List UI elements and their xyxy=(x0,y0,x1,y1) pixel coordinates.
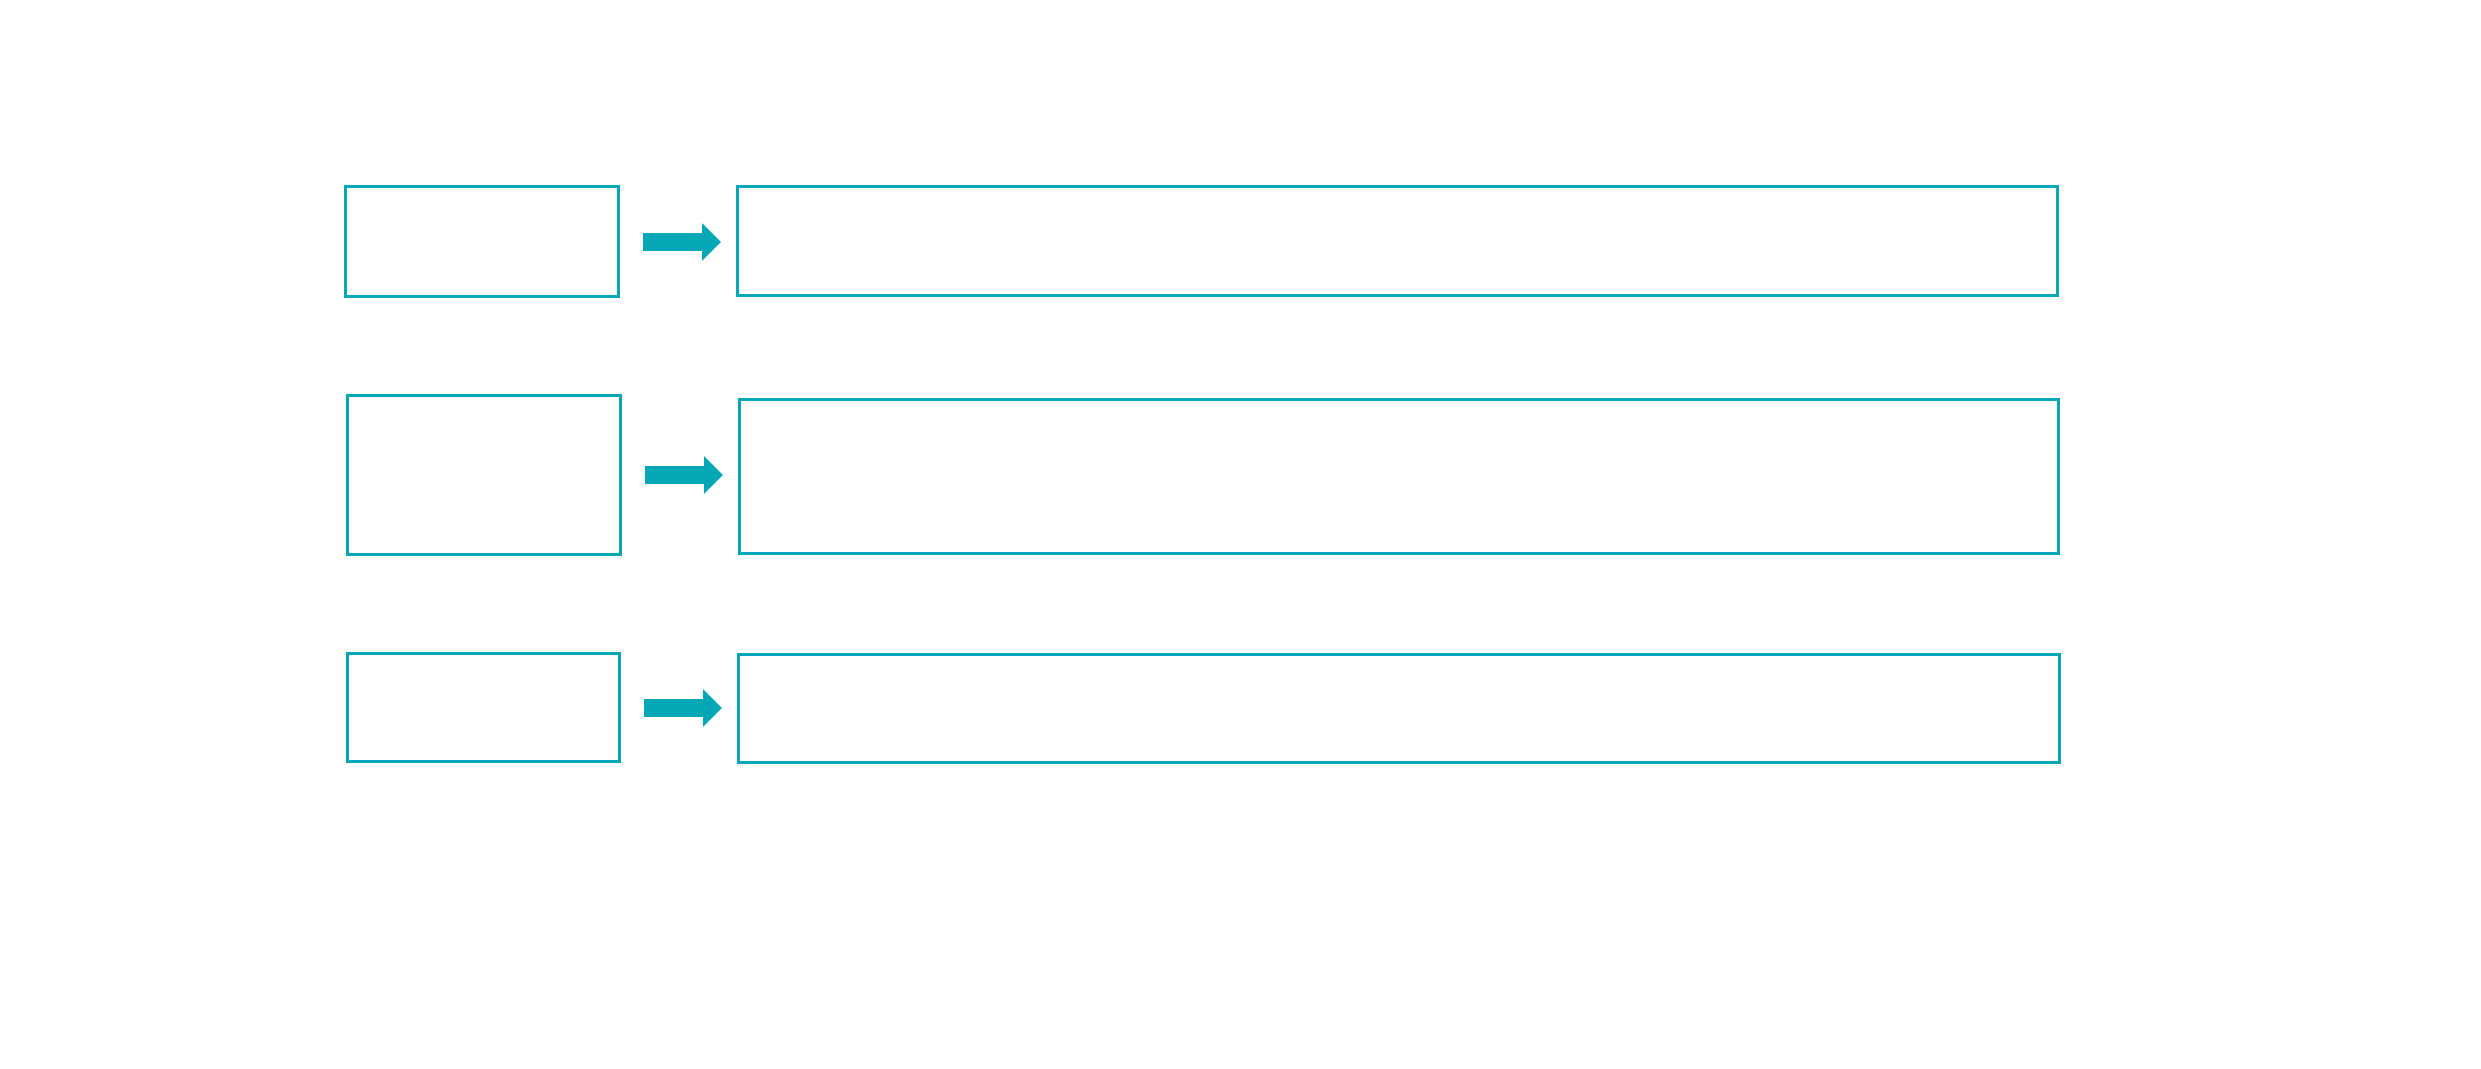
right-arrow-icon xyxy=(643,223,721,261)
definition-box-2[interactable] xyxy=(738,398,2060,555)
right-arrow-icon xyxy=(645,456,723,494)
term-box-2[interactable] xyxy=(346,394,622,556)
term-box-3[interactable] xyxy=(346,652,621,763)
definition-box-3[interactable] xyxy=(737,653,2061,764)
definition-box-1[interactable] xyxy=(736,185,2059,297)
right-arrow-icon xyxy=(644,689,722,727)
term-box-1[interactable] xyxy=(344,185,620,298)
